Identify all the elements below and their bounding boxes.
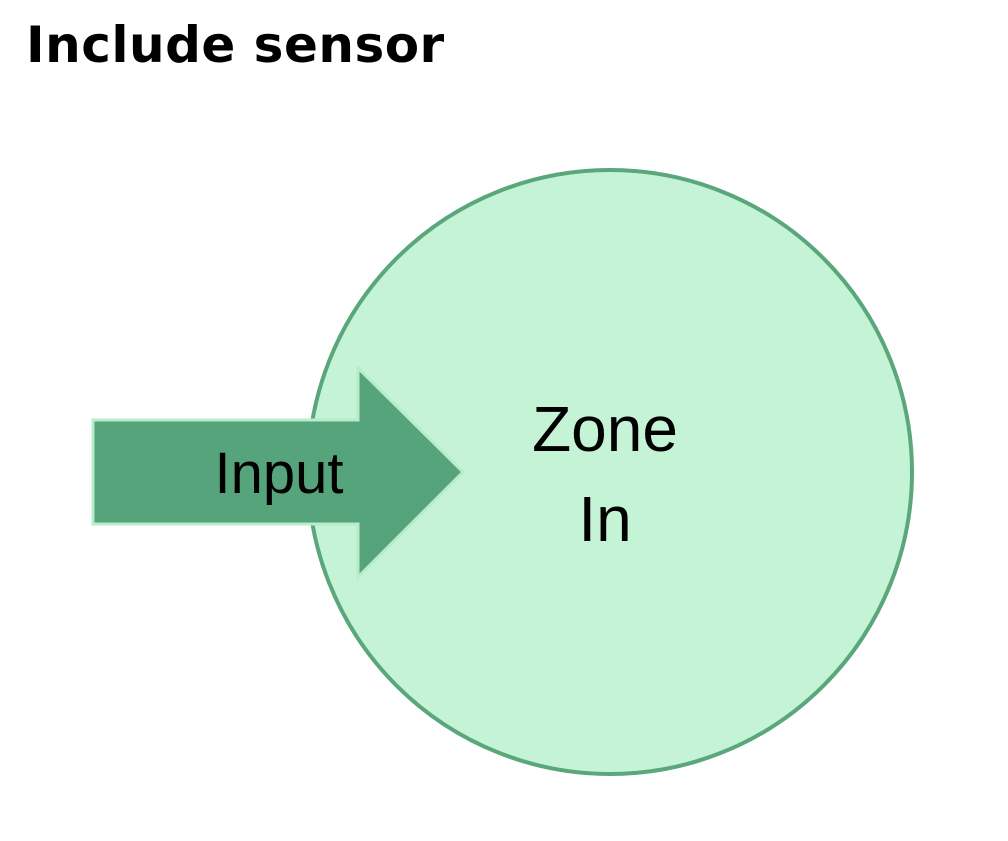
zone-label-line-1: Zone [532,393,678,465]
zone-label: Zone In [532,393,678,555]
zone-label-line-2: In [578,483,631,555]
diagram-title: Include sensor [26,16,445,74]
input-arrow [91,364,466,581]
input-arrow-label: Input [215,441,344,506]
